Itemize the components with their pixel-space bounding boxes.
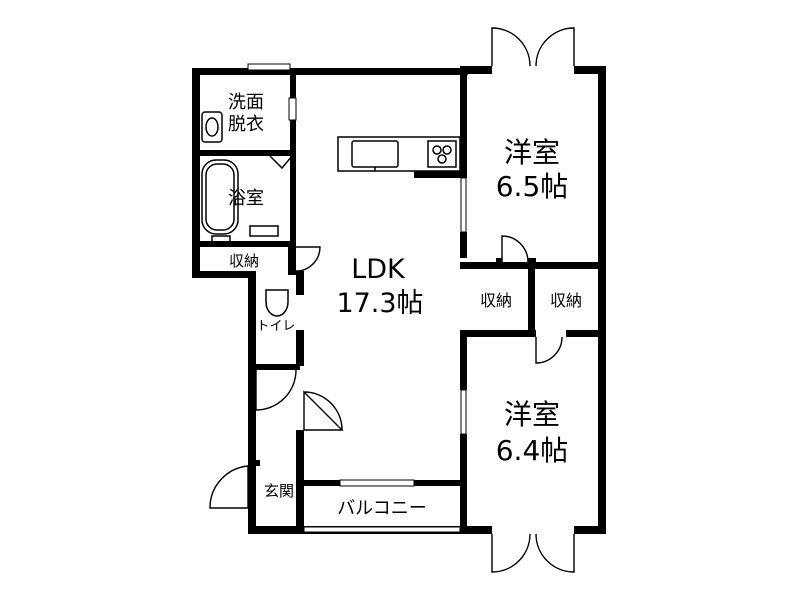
- room-labels: 洗面 脱衣 浴室 収納 トイレ 玄関 LDK 17.3帖 洋室 6.5帖 収納 …: [228, 92, 582, 519]
- door-toilet: [255, 369, 297, 411]
- label-ldk-1: LDK: [351, 254, 406, 285]
- label-shuno-top: 収納: [229, 252, 259, 270]
- label-toilet: トイレ: [256, 319, 295, 334]
- door-yoshitsu1-top-right: [535, 27, 575, 67]
- label-yoshitsu2-1: 洋室: [504, 398, 560, 431]
- label-senmen-1: 洗面: [228, 92, 264, 113]
- label-shuno-mid1: 収納: [480, 291, 512, 310]
- fixtures: [201, 111, 461, 317]
- door-genkan: [209, 465, 249, 509]
- label-shuno-mid2: 収納: [550, 291, 582, 310]
- label-yoshitsu1-2: 6.5帖: [496, 170, 569, 203]
- label-genkan: 玄関: [264, 482, 294, 500]
- door-yoshitsu2-bottom-left: [491, 533, 531, 573]
- toilet-bowl: [265, 289, 289, 317]
- door-yoshitsu1-top-left: [491, 27, 531, 67]
- door-yoshitsu2: [535, 336, 563, 364]
- bathtub: [201, 159, 239, 235]
- door-storage-left: [295, 246, 321, 272]
- windows: [247, 63, 467, 533]
- stove: [427, 140, 457, 168]
- door-yoshitsu2-bottom-right: [535, 533, 575, 573]
- label-yoshitsu2-2: 6.4帖: [496, 434, 569, 467]
- label-yokushitsu: 浴室: [228, 188, 264, 209]
- doors: [209, 27, 575, 573]
- label-balcony: バルコニー: [337, 498, 427, 519]
- bath-faucet: [249, 225, 279, 237]
- washbasin: [201, 111, 223, 143]
- label-ldk-2: 17.3帖: [336, 288, 423, 319]
- kitchen-sink: [351, 140, 399, 168]
- door-ldk: [303, 390, 344, 431]
- kitchen-counter: [337, 136, 461, 172]
- door-yoshitsu1: [501, 235, 529, 263]
- label-senmen-2: 脱衣: [228, 114, 264, 135]
- label-yoshitsu1-1: 洋室: [504, 136, 560, 169]
